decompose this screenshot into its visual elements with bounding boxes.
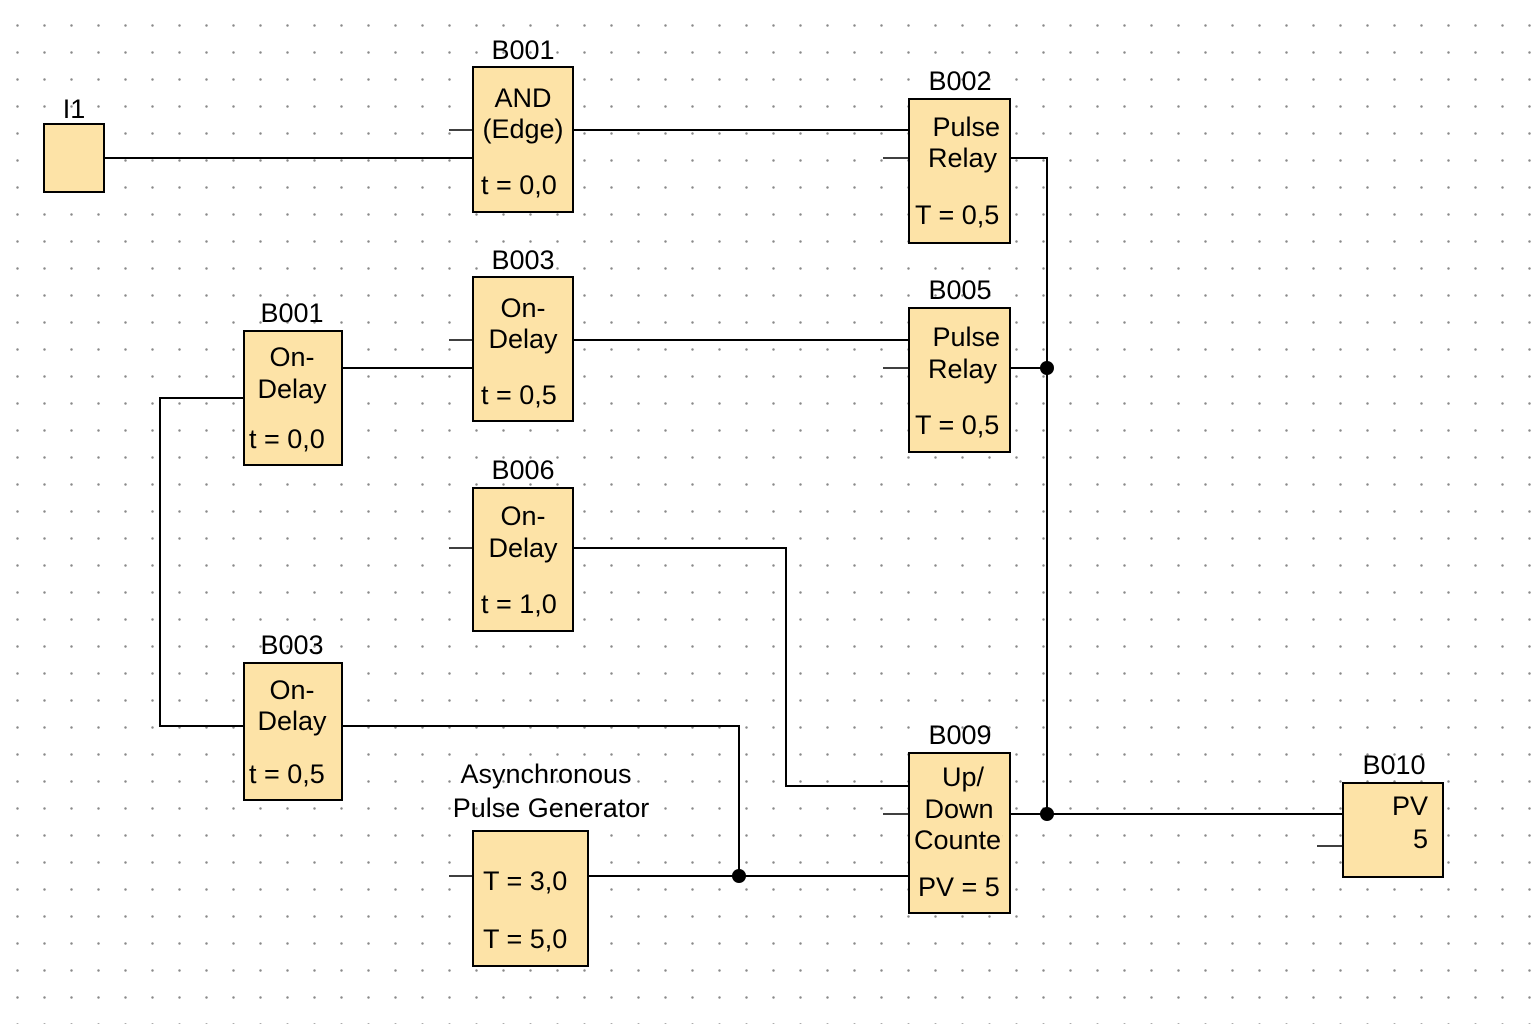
block-b009-up-down-counter[interactable]: B009 Up/ Down Counter PV = 5 <box>908 720 1011 914</box>
block-parameter-on-time: T = 3,0 <box>483 866 567 896</box>
block-body[interactable] <box>472 66 574 213</box>
block-b010-output[interactable]: B010 PV 5 <box>1342 750 1444 878</box>
block-function-line1: Pulse <box>932 322 1000 352</box>
block-parameter: t = 0,0 <box>481 170 557 200</box>
block-b005-pulse-relay[interactable]: B005 Pulse Relay T = 0,5 <box>908 275 1011 453</box>
block-label: B003 <box>491 245 554 275</box>
block-function-line1: On- <box>500 501 545 531</box>
junctions <box>732 361 1054 883</box>
block-value: 5 <box>1413 824 1428 854</box>
block-function-line1: On- <box>269 675 314 705</box>
block-function-line2: Delay <box>257 374 327 404</box>
block-label: B010 <box>1362 750 1425 780</box>
input-i1[interactable]: I1 <box>43 94 105 193</box>
block-parameter: t = 1,0 <box>481 589 557 619</box>
block-function-line1: On- <box>500 293 545 323</box>
block-function-line1: On- <box>269 342 314 372</box>
block-parameter: PV = 5 <box>918 872 1000 902</box>
block-body[interactable] <box>43 123 105 193</box>
block-label: B003 <box>260 630 323 660</box>
block-label: B005 <box>928 275 991 305</box>
block-body[interactable] <box>243 330 343 466</box>
block-parameter: t = 0,5 <box>481 380 557 410</box>
block-body[interactable] <box>1342 782 1444 878</box>
block-function-line2: Delay <box>488 324 558 354</box>
block-b002-pulse-relay[interactable]: B002 Pulse Relay T = 0,5 <box>908 66 1011 244</box>
block-b001-and-edge[interactable]: B001 AND (Edge) t = 0,0 <box>472 35 574 213</box>
block-function-line1: Pulse <box>932 112 1000 142</box>
wire-b003-lower-to-junction <box>342 725 740 876</box>
block-body[interactable] <box>472 487 574 632</box>
block-parameter: T = 0,5 <box>915 410 999 440</box>
block-b003-on-delay-lower[interactable]: B003 On- Delay t = 0,5 <box>243 630 343 801</box>
block-parameter: T = 0,5 <box>915 200 999 230</box>
block-b006-on-delay[interactable]: B006 On- Delay t = 1,0 <box>472 455 574 632</box>
block-body[interactable] <box>472 830 589 967</box>
block-label: I1 <box>63 94 86 124</box>
block-label: B006 <box>491 455 554 485</box>
block-function-line2: Relay <box>928 354 998 384</box>
block-label: B002 <box>928 66 991 96</box>
wire-feedback-loop <box>159 397 244 727</box>
block-title-line1: Asynchronous <box>460 759 631 789</box>
block-body[interactable] <box>472 276 574 422</box>
block-parameter-off-time: T = 5,0 <box>483 924 567 954</box>
wire-b006-to-b009 <box>573 547 909 787</box>
junction-dot-b005-bus <box>1040 361 1054 375</box>
wires <box>104 129 1343 877</box>
junction-dot-generator <box>732 869 746 883</box>
junction-dot-b009-bus <box>1040 807 1054 821</box>
block-label: B009 <box>928 720 991 750</box>
block-function-line2: Delay <box>488 533 558 563</box>
block-body[interactable] <box>908 752 1011 914</box>
block-function-line3: Counter <box>914 825 1010 855</box>
input-pins <box>449 129 1343 877</box>
block-b001-on-delay[interactable]: B001 On- Delay t = 0,0 <box>243 298 343 466</box>
block-b003-on-delay-upper[interactable]: B003 On- Delay t = 0,5 <box>472 245 574 422</box>
block-async-pulse-generator[interactable]: Asynchronous Pulse Generator T = 3,0 T =… <box>453 759 650 967</box>
block-function-line1: Up/ <box>942 762 985 792</box>
block-function-line1: PV <box>1392 791 1428 821</box>
block-body[interactable] <box>243 662 343 801</box>
block-function-line1: AND <box>494 83 551 113</box>
block-label: B001 <box>491 35 554 65</box>
block-function-line2: Relay <box>928 143 998 173</box>
block-parameter: t = 0,5 <box>249 759 325 789</box>
block-function-line2: Down <box>924 794 993 824</box>
block-body[interactable] <box>908 307 1011 453</box>
block-function-line2: Delay <box>257 706 327 736</box>
block-parameter: t = 0,0 <box>249 424 325 454</box>
block-body[interactable] <box>908 98 1011 244</box>
wire-b002-out-to-bus <box>1010 157 1048 814</box>
block-title-line2: Pulse Generator <box>453 793 650 823</box>
block-function-line2: (Edge) <box>482 114 563 144</box>
block-label: B001 <box>260 298 323 328</box>
